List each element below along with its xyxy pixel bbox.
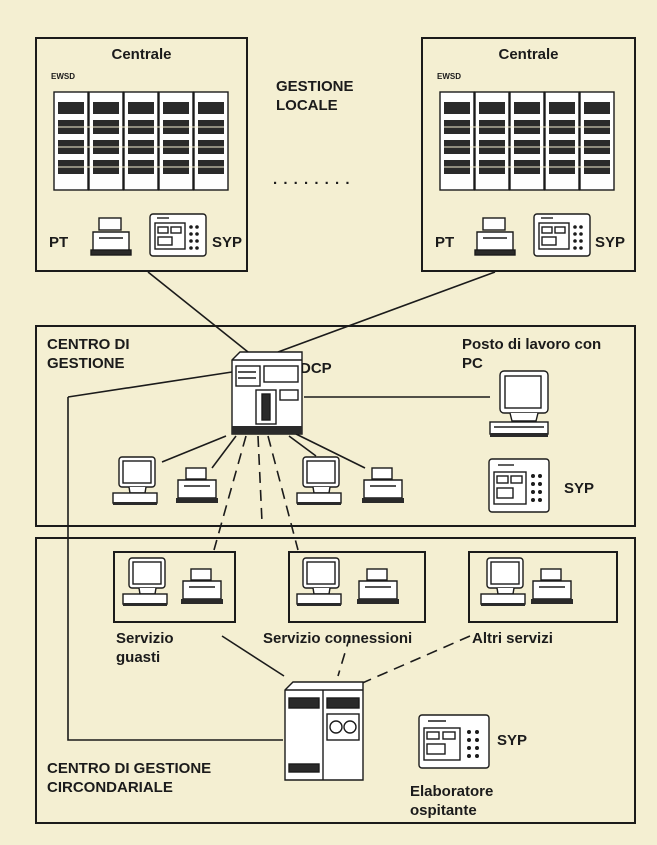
printer-icon — [90, 217, 132, 256]
dashed-dcp-connessioni — [267, 435, 299, 551]
syp-console-icon — [418, 714, 490, 769]
terminal-icon — [122, 557, 168, 606]
link-right-exchange-dcp — [277, 271, 496, 353]
pt-label: PT — [49, 234, 69, 251]
syp-console-icon — [488, 458, 550, 513]
link-dcp-host-top — [67, 371, 233, 398]
terminal-icon — [296, 456, 342, 505]
syp-label: SYP — [595, 234, 626, 251]
service-label-altri: Altri servizi — [472, 630, 553, 647]
printer-icon — [362, 467, 404, 503]
dashed-dcp-mid — [257, 435, 263, 523]
dcp-server-icon — [231, 351, 303, 435]
service-box-guasti — [113, 551, 236, 623]
link-dcp-host — [67, 397, 283, 741]
printer-icon — [357, 568, 399, 604]
exchange-model: EWSD — [437, 72, 461, 81]
link-dcp-terminal2 — [288, 435, 317, 457]
dashed-dcp-guasti — [213, 435, 247, 551]
exchange-title: Centrale — [111, 46, 172, 63]
ewsd-rack-icon — [439, 91, 615, 191]
printer-icon — [531, 568, 573, 604]
terminal-icon — [480, 557, 526, 606]
district-center-box: Servizio guasti Servizio connessioni Alt… — [35, 537, 636, 824]
service-box-altri — [468, 551, 618, 623]
link-left-exchange-dcp — [147, 271, 249, 353]
exchange-box-left: Centrale EWSD PT — [35, 37, 248, 272]
dashed-connessioni-host — [337, 635, 351, 677]
link-guasti-host — [221, 635, 285, 677]
link-dcp-printer1 — [211, 435, 237, 469]
exchange-model: EWSD — [51, 72, 75, 81]
syp-label: SYP — [564, 480, 595, 497]
management-center-box: CENTRO DI GESTIONE Posto di lavoro con P… — [35, 325, 636, 527]
pc-workstation-icon — [489, 370, 549, 437]
terminal-icon — [112, 456, 158, 505]
host-label: Elaboratore ospitante — [410, 783, 494, 819]
district-center-title: CENTRO DI GESTIONE CIRCONDARIALE — [47, 760, 212, 796]
management-center-title: CENTRO DI GESTIONE — [47, 336, 130, 372]
syp-console-icon — [533, 213, 591, 257]
service-label-guasti: Servizio guasti — [116, 630, 174, 666]
host-mainframe-icon — [284, 681, 364, 781]
printer-icon — [474, 217, 516, 256]
dashed-altri-host — [359, 635, 471, 685]
exchange-title: Centrale — [498, 46, 559, 63]
syp-console-icon — [149, 213, 207, 257]
syp-label: SYP — [497, 732, 528, 749]
dcp-label: DCP — [300, 360, 332, 377]
link-dcp-terminal1 — [161, 435, 227, 463]
printer-icon — [181, 568, 223, 604]
ewsd-rack-icon — [53, 91, 229, 191]
terminal-icon — [296, 557, 342, 606]
ellipsis: . . . . . . . . — [273, 171, 351, 188]
link-dcp-printer2 — [295, 433, 366, 469]
service-box-connessioni — [288, 551, 426, 623]
pt-label: PT — [435, 234, 455, 251]
printer-icon — [176, 467, 218, 503]
exchange-box-right: Centrale EWSD PT — [421, 37, 636, 272]
service-label-connessioni: Servizio connessioni — [263, 630, 413, 647]
syp-label: SYP — [212, 234, 243, 251]
workstation-label: Posto di lavoro con PC — [462, 336, 602, 372]
local-management-label: GESTIONE LOCALE — [276, 78, 354, 114]
